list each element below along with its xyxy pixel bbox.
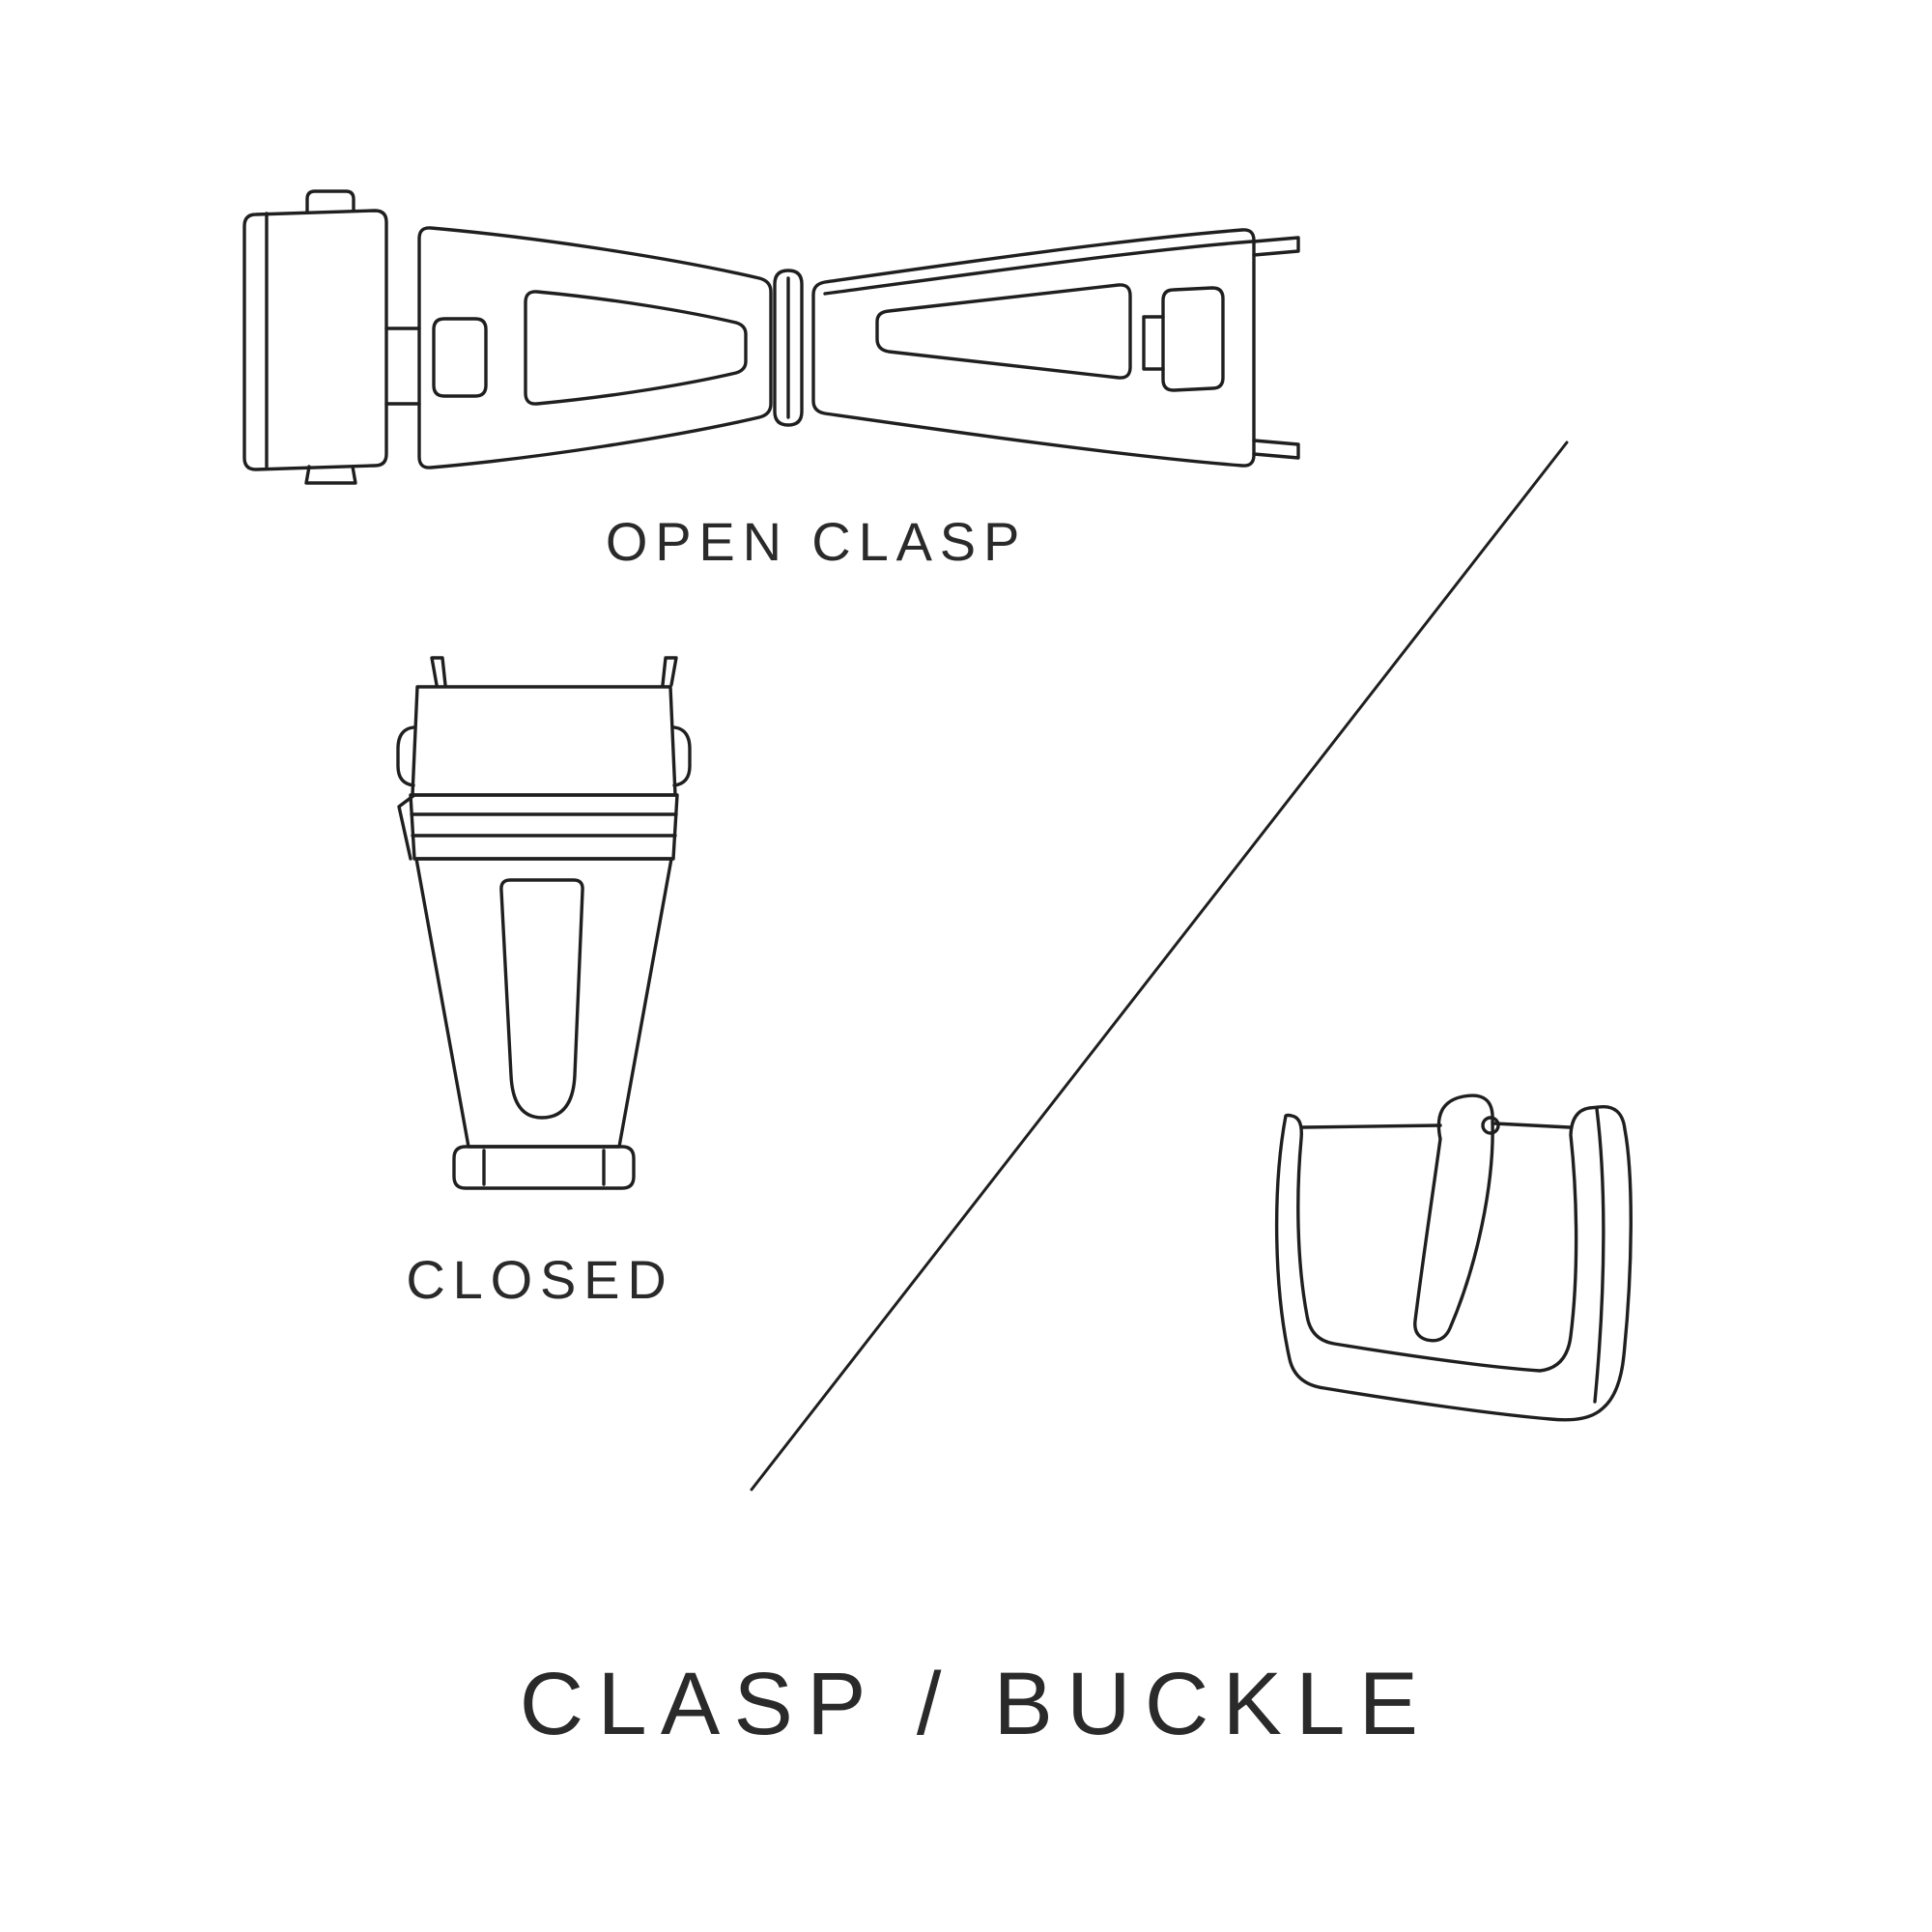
buckle-pin-bar [1301,1116,1572,1135]
divider-line [750,440,1569,1492]
left-arm [417,226,773,469]
closed-clasp-illustration [396,656,692,1190]
open-clasp-label: OPEN CLASP [605,511,1028,572]
buckle-illustration [1274,1094,1633,1422]
end-link [242,189,421,485]
buckle-frame [1274,1105,1633,1422]
closed-clasp-body [396,656,692,1190]
right-arm [811,228,1300,468]
closed-label: CLOSED [406,1249,674,1310]
open-clasp-illustration [242,189,1300,485]
diagram-title: CLASP / BUCKLE [519,1655,1433,1753]
hinge [773,269,804,427]
buckle-tongue [1413,1094,1494,1343]
